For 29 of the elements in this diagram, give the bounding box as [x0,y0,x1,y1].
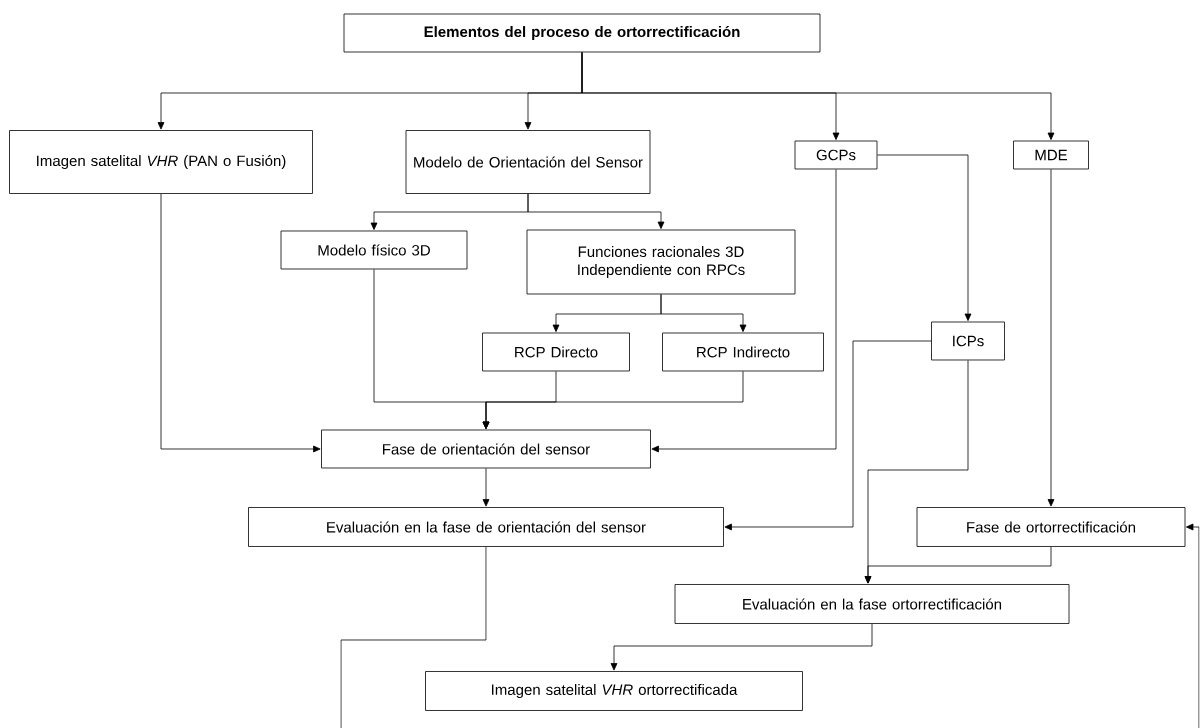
process-box: Evaluación en la fase de orientación del sensor [248,507,724,547]
process-box: GCPs [794,140,878,170]
title-box: Elementos del proceso de ortorrectificación [343,13,821,53]
process-box: Modelo físico 3D [280,230,468,270]
arrow [877,154,972,321]
process-box: Modelo de Orientación del Sensor [405,130,651,194]
arrow [610,623,873,671]
process-box: Fase de ortorrectificación [916,507,1186,547]
process-box: Funciones racionales 3D Independiente con RPCs [526,229,796,295]
arrow [651,169,837,453]
arrow [724,340,932,531]
process-box: ICPs [931,321,1005,361]
process-box: MDE [1013,140,1089,170]
arrow [527,193,665,229]
arrow [160,193,321,453]
process-box: RCP Indirecto [662,332,824,372]
arrow [1186,523,1200,728]
process-box: Fase de orientación del sensor [321,429,651,469]
arrow [482,468,490,507]
process-box: Imagen satelital VHR ortorrectificada [425,671,803,711]
process-box: Imagen satelital VHR (PAN o Fusión) [9,130,313,194]
arrow [1047,169,1055,507]
arrow [482,371,744,429]
arrow [660,294,747,332]
process-box: Evaluación en la fase ortorrectificación [674,584,1070,624]
process-box: RCP Directo [482,332,630,372]
arrow [864,546,1052,584]
arrow [581,52,1055,140]
connector-line [340,546,487,728]
